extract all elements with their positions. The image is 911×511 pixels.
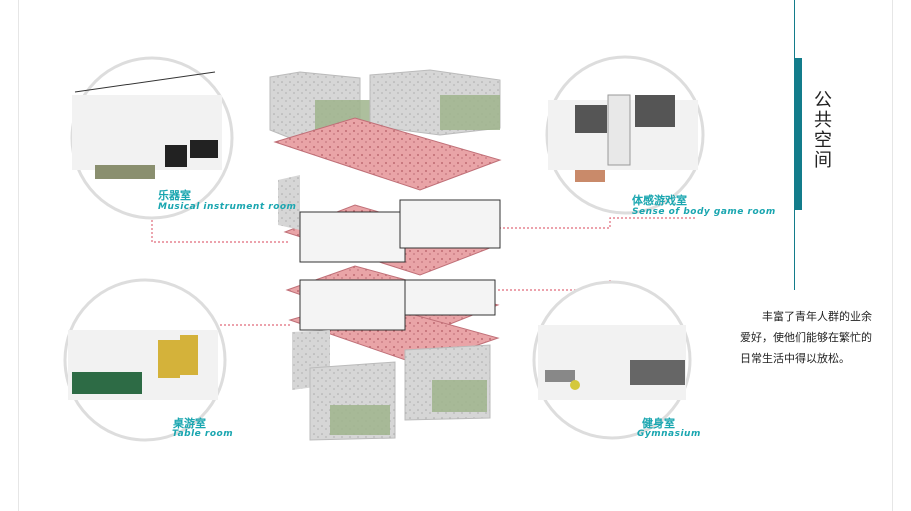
right-border bbox=[892, 0, 893, 511]
bottom-boxes bbox=[292, 330, 491, 441]
connector-instrument bbox=[151, 220, 290, 243]
room-table-circle bbox=[63, 278, 227, 442]
room-body-game-circle bbox=[545, 55, 705, 215]
accent-bar bbox=[794, 58, 802, 210]
room-label-en: Sense of body game room bbox=[632, 207, 776, 217]
left-border bbox=[18, 0, 19, 511]
glass-panel bbox=[440, 95, 500, 130]
description-text: 丰富了青年人群的业余爱好，使他们能够在繁忙的日常生活中得以放松。 bbox=[740, 310, 872, 365]
room-label-cn: 乐器室 bbox=[158, 189, 191, 202]
accent-line-top bbox=[794, 0, 795, 60]
accent-line-bottom bbox=[794, 210, 795, 290]
mid-boxes bbox=[278, 175, 501, 331]
room-label-en: Table room bbox=[172, 429, 234, 439]
room-label-en: Musical instrument room bbox=[158, 202, 297, 212]
connector-body-game bbox=[498, 217, 695, 229]
room-label-en: Gymnasium bbox=[637, 429, 701, 439]
page-title: 公共空间 bbox=[811, 90, 832, 170]
room-label-cn: 健身室 bbox=[642, 417, 675, 430]
room-instrument-circle bbox=[70, 56, 234, 220]
room-gym-circle bbox=[532, 280, 692, 440]
room-label-cn: 桌游室 bbox=[173, 417, 206, 430]
room-label-cn: 体感游戏室 bbox=[632, 194, 687, 207]
